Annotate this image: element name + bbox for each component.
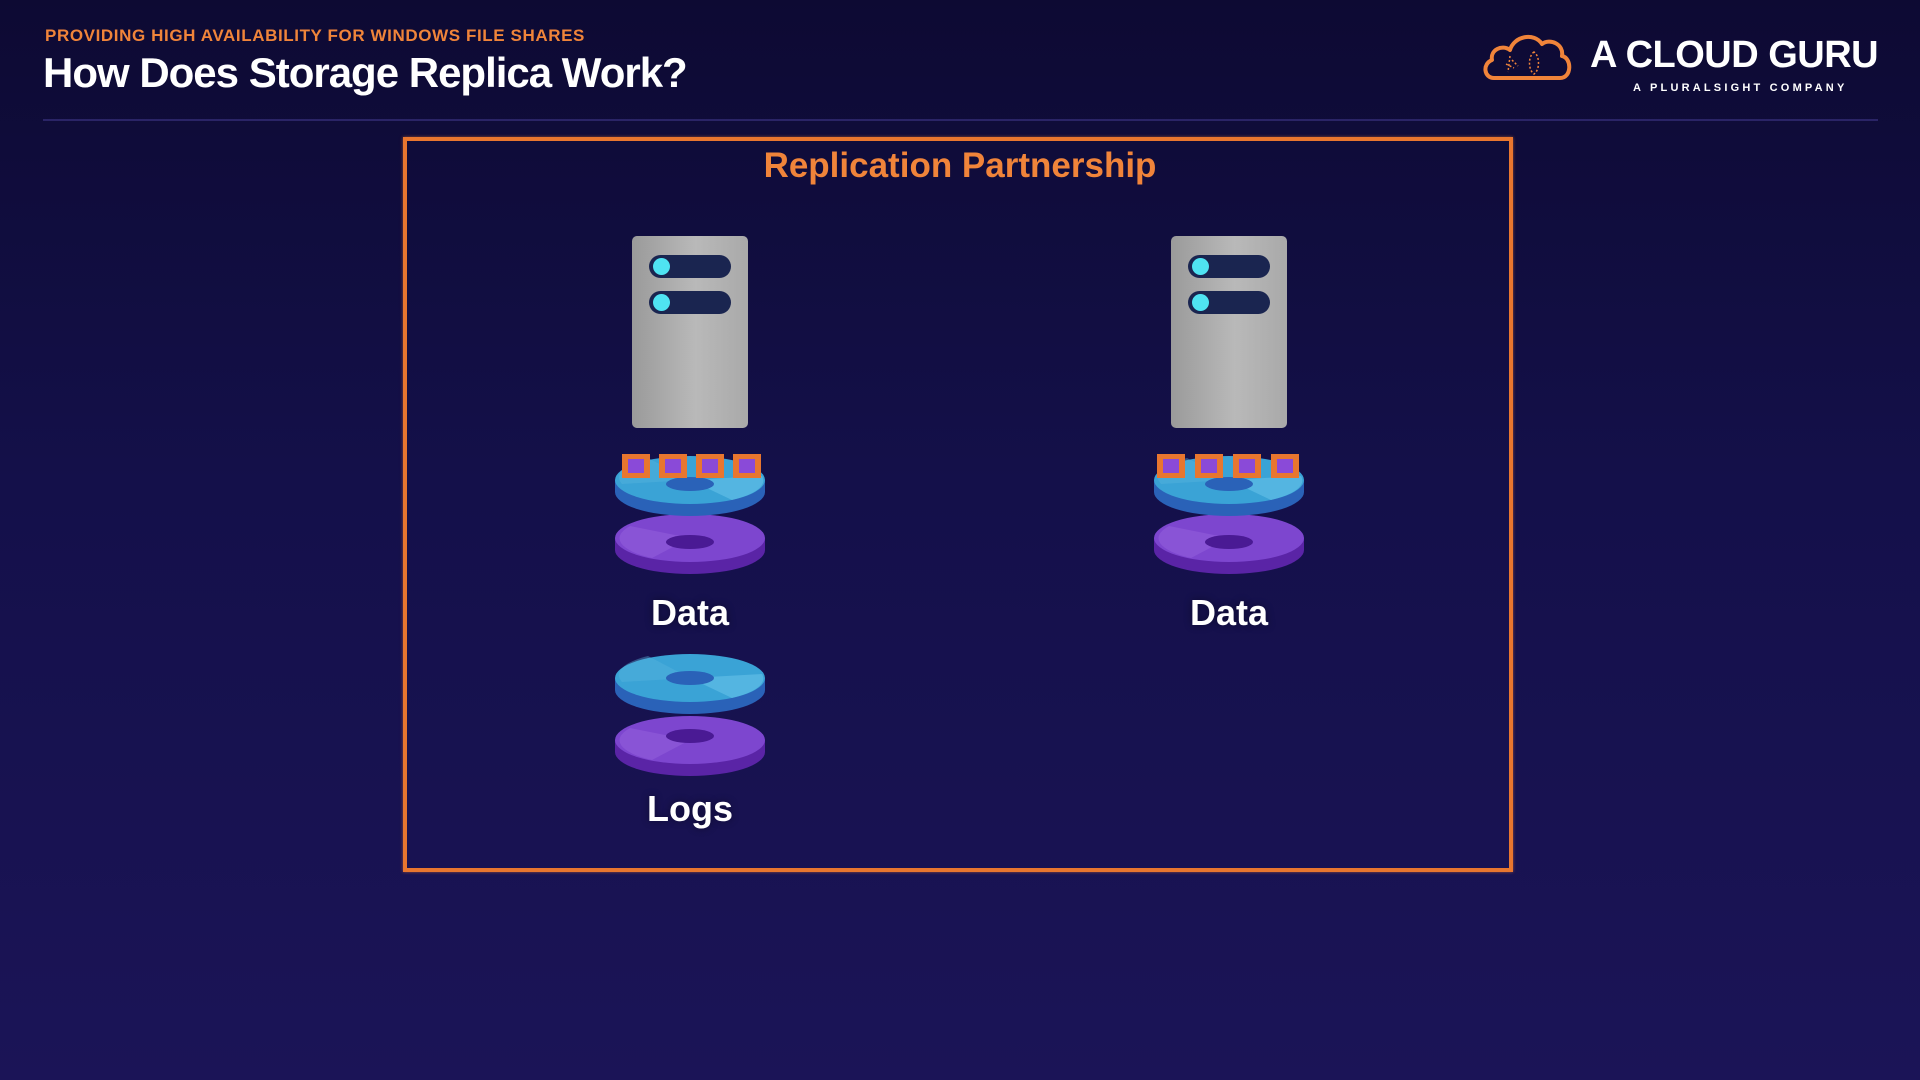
replication-partnership-label: Replication Partnership [763, 146, 1157, 185]
server-drive-slot [1188, 255, 1270, 278]
destination-server [1171, 236, 1287, 428]
status-led-icon [653, 294, 670, 311]
replication-partnership-box [403, 137, 1513, 872]
header-divider [43, 119, 1878, 121]
server-drive-slot [649, 255, 731, 278]
source-data-disk-stack-icon [615, 454, 765, 574]
data-block-icons [622, 454, 761, 478]
server-drive-slot [1188, 291, 1270, 314]
source-server [632, 236, 748, 428]
status-led-icon [1192, 258, 1209, 275]
data-block-icons [1157, 454, 1299, 478]
brand-logo: A CLOUD GURU A PLURALSIGHT COMPANY [1480, 26, 1880, 96]
slide-subtitle: PROVIDING HIGH AVAILABILITY FOR WINDOWS … [45, 26, 585, 45]
status-led-icon [1192, 294, 1209, 311]
destination-data-disk-stack-icon [1154, 454, 1304, 574]
server-drive-slot [649, 291, 731, 314]
cloud-logo-icon [1483, 34, 1572, 80]
status-led-icon [653, 258, 670, 275]
destination-data-label: Data [1189, 592, 1269, 633]
logo-tagline: A PLURALSIGHT COMPANY [1633, 82, 1848, 94]
logs-disk-stack-icon [615, 654, 765, 776]
slide-title: How Does Storage Replica Work? [43, 49, 688, 96]
logo-wordmark: A CLOUD GURU [1590, 34, 1879, 76]
source-data-label: Data [650, 592, 730, 633]
logs-label: Logs [647, 788, 733, 829]
